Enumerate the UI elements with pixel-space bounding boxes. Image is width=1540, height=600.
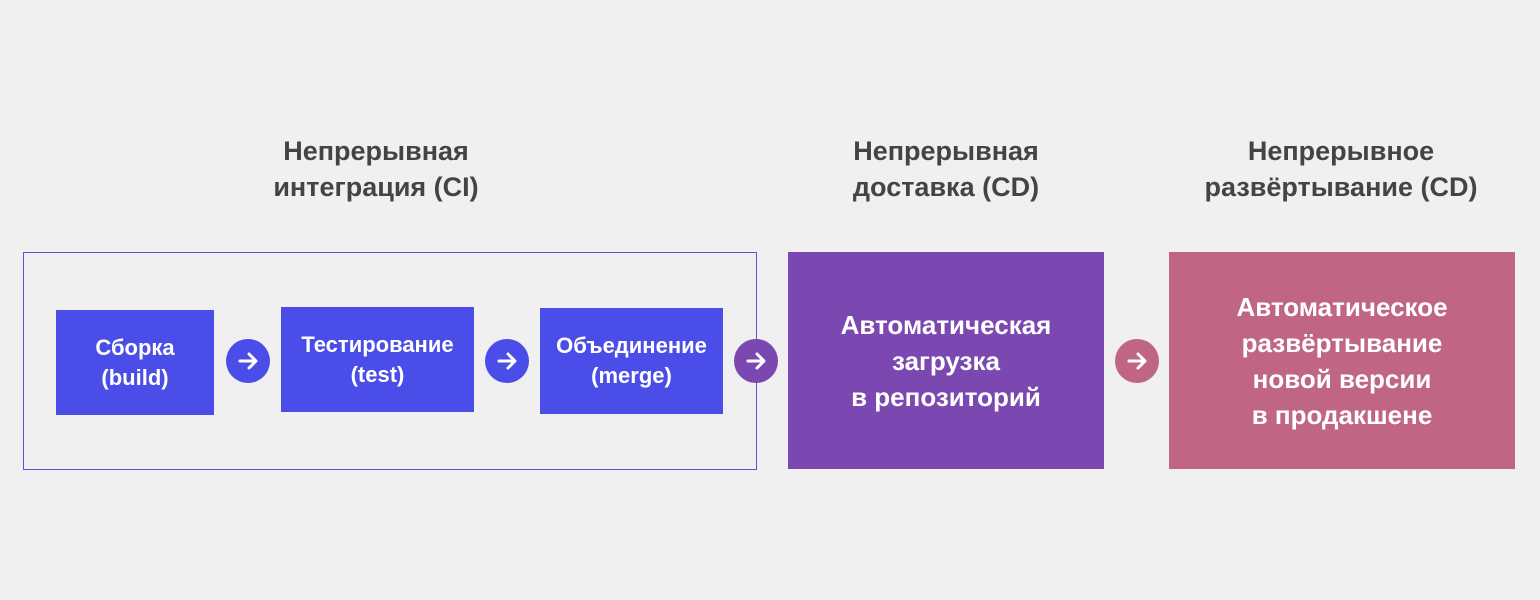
arrow-right-icon [1115,339,1159,383]
step-title: Объединение [556,333,707,358]
heading-line: Непрерывная [283,136,469,166]
heading-line: Непрерывное [1247,136,1435,166]
box-line: развёртывание [1241,327,1443,358]
step-merge: Объединение (merge) [540,308,723,414]
step-sub: (test) [350,361,405,387]
arrow-right-icon [734,339,778,383]
heading-cd-deploy: Непрерывное развёртывание (CD) [1131,133,1540,205]
heading-ci: Непрерывная интеграция (CI) [166,133,586,205]
box-line: загрузка [892,345,1000,376]
step-title: Тестирование [301,331,454,357]
arrow-right-icon [485,339,529,383]
step-title: Сборка [95,334,175,360]
deploy-box: Автоматическое развёртывание новой версии в… [1169,252,1515,469]
box-line: Автоматическая [840,309,1052,340]
box-line: в продакшене [1251,399,1433,430]
heading-line: развёртывание (CD) [1204,172,1478,202]
heading-line: интеграция (CI) [273,172,479,202]
box-line: новой версии [1252,363,1432,394]
heading-cd-delivery: Непрерывная доставка (CD) [736,133,1156,205]
step-test: Тестирование (test) [281,307,474,412]
heading-line: Непрерывная [853,136,1039,166]
box-line: Автоматическое [1236,291,1448,322]
step-sub: (build) [101,364,169,390]
step-build: Сборка (build) [56,310,214,415]
step-sub: (merge) [591,363,672,388]
box-line: в репозиторий [851,381,1041,412]
delivery-box: Автоматическая загрузка в репозиторий [788,252,1104,469]
arrow-right-icon [226,339,270,383]
heading-line: доставка (CD) [852,172,1040,202]
